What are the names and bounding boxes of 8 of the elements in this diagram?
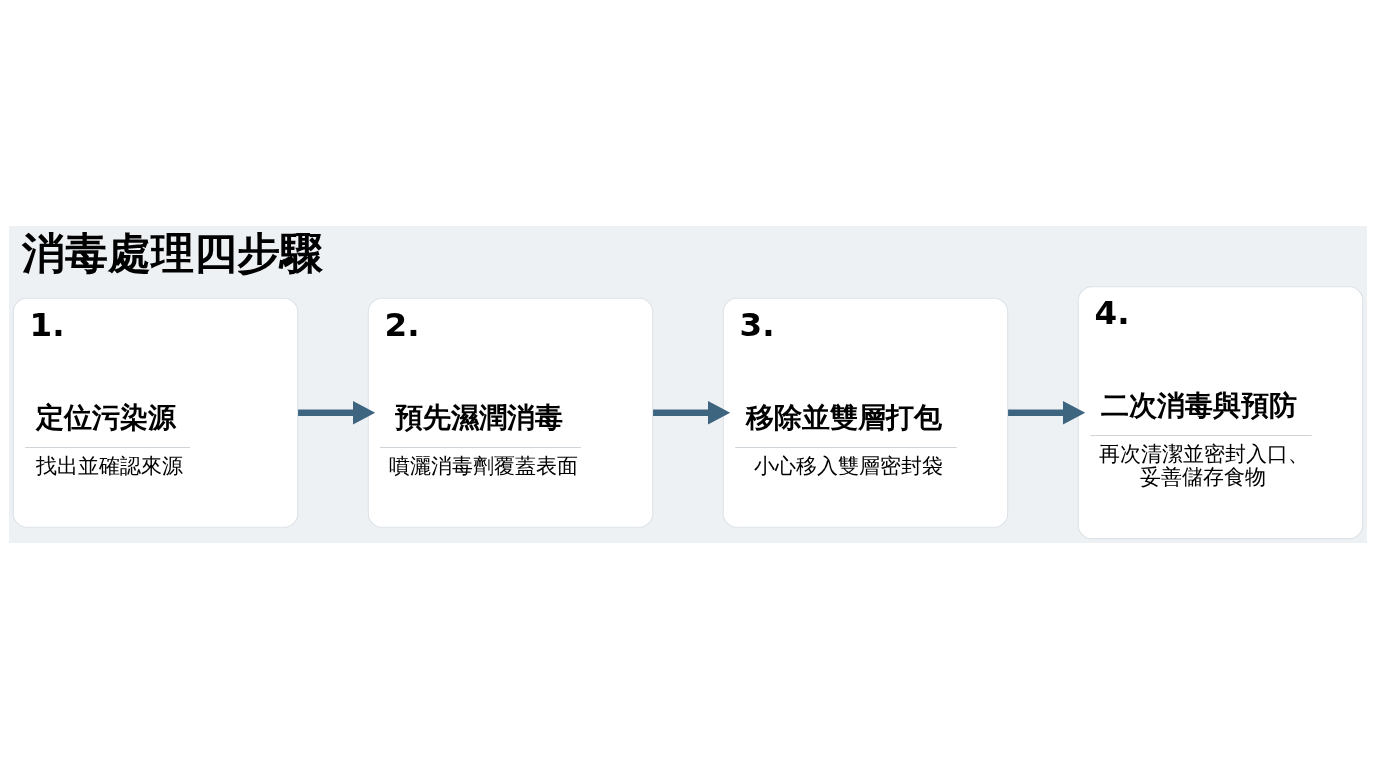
- arrow: [653, 400, 731, 424]
- arrow: [1008, 400, 1086, 424]
- node-box: 3. 移除並雙層打包 小心移入雙層密封袋: [722, 297, 1009, 528]
- node-box: 4. 二次消毒與預防 再次清潔並密封入口、妥善儲存食物: [1077, 285, 1364, 539]
- node-box: 2. 預先濕潤消毒 噴灑消毒劑覆蓋表面: [367, 297, 654, 528]
- arrow: [298, 400, 376, 424]
- diagram-title: 消毒處理四步驟: [21, 227, 323, 278]
- node-box: 1. 定位污染源 找出並確認來源: [12, 297, 299, 528]
